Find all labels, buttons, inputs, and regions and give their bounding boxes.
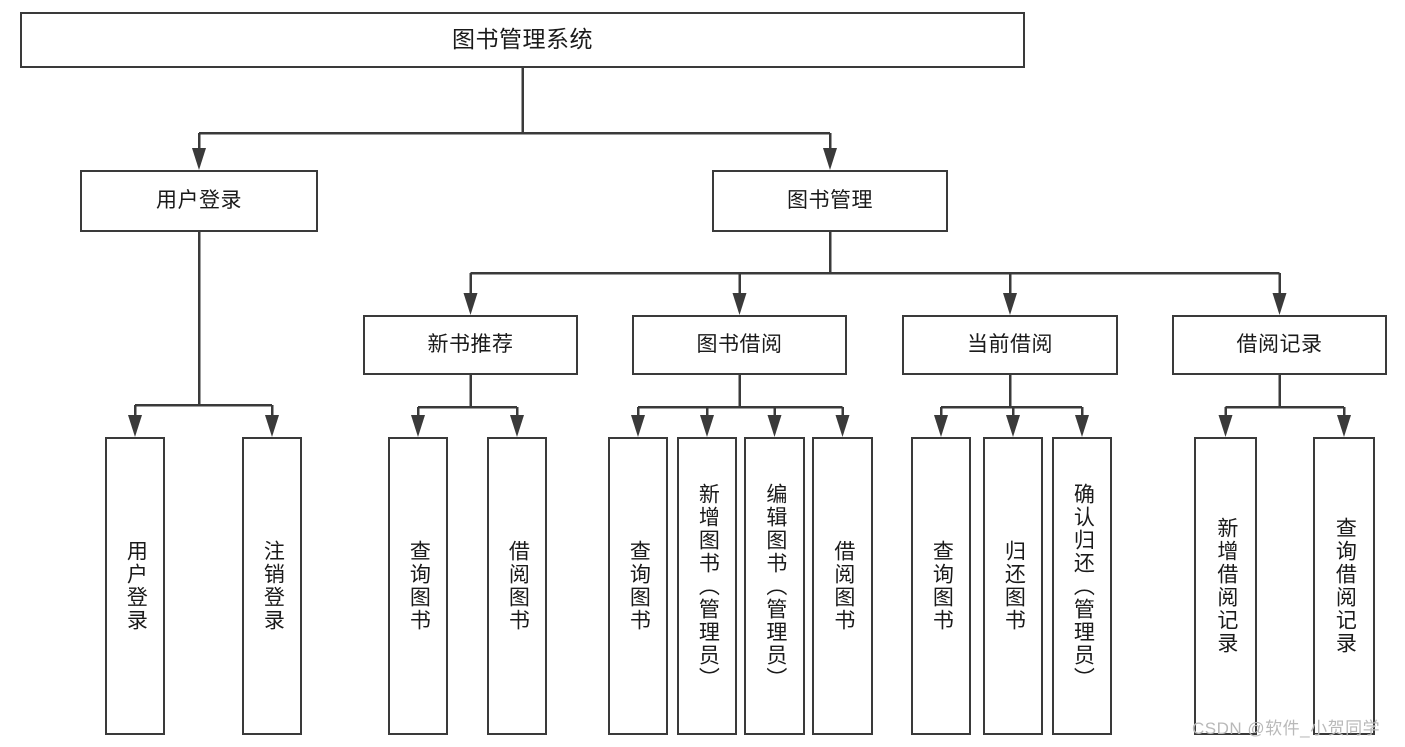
node-leaf-8[interactable]: 借阅图书: [812, 437, 873, 735]
arrowhead-icon: [1006, 415, 1020, 437]
node-leaf-13[interactable]: 查询借阅记录: [1313, 437, 1375, 735]
arrowhead-icon: [934, 415, 948, 437]
node-leaf-1[interactable]: 用户登录: [105, 437, 165, 735]
arrowhead-icon: [1272, 293, 1287, 315]
node-label: 编辑图书（管理员）: [763, 482, 787, 690]
node-label: 新增图书（管理员）: [696, 482, 720, 690]
arrowhead-icon: [835, 415, 850, 437]
arrowhead-icon: [1075, 415, 1089, 437]
arrowhead-icon: [1003, 293, 1017, 315]
node-label: 查询图书: [627, 540, 651, 632]
arrowhead-icon: [510, 415, 524, 437]
node-leaf-5[interactable]: 查询图书: [608, 437, 668, 735]
node-label: 新增借阅记录: [1214, 517, 1238, 655]
arrowhead-icon: [411, 415, 425, 437]
node-leaf-10[interactable]: 归还图书: [983, 437, 1043, 735]
node-leaf-4[interactable]: 借阅图书: [487, 437, 547, 735]
arrowhead-icon: [463, 293, 478, 315]
node-bookmgmt[interactable]: 图书管理: [712, 170, 948, 232]
node-label: 借阅图书: [831, 540, 855, 632]
node-leaf-12[interactable]: 新增借阅记录: [1194, 437, 1257, 735]
node-label: 用户登录: [156, 188, 242, 212]
watermark: CSDN @软件_小贺同学: [1192, 719, 1381, 738]
node-leaf-7[interactable]: 编辑图书（管理员）: [744, 437, 805, 735]
arrowhead-icon: [732, 293, 747, 315]
arrowhead-icon: [128, 415, 142, 437]
arrowhead-icon: [631, 415, 645, 437]
node-label: 图书管理系统: [452, 26, 593, 53]
node-leaf-3[interactable]: 查询图书: [388, 437, 448, 735]
node-label: 借阅图书: [506, 540, 530, 632]
arrowhead-icon: [823, 148, 837, 170]
node-login[interactable]: 用户登录: [80, 170, 318, 232]
node-leaf-2[interactable]: 注销登录: [242, 437, 302, 735]
node-label: 查询图书: [930, 540, 954, 632]
arrowhead-icon: [700, 415, 714, 437]
node-borrow[interactable]: 图书借阅: [632, 315, 847, 375]
arrowhead-icon: [192, 148, 206, 170]
arrowhead-icon: [1218, 415, 1233, 437]
arrowhead-icon: [767, 415, 782, 437]
node-newbooks[interactable]: 新书推荐: [363, 315, 578, 375]
node-label: 注销登录: [261, 540, 285, 632]
node-records[interactable]: 借阅记录: [1172, 315, 1387, 375]
node-label: 当前借阅: [967, 332, 1053, 356]
arrowhead-icon: [265, 415, 279, 437]
node-label: 新书推荐: [427, 332, 514, 356]
node-leaf-9[interactable]: 查询图书: [911, 437, 971, 735]
arrowhead-icon: [1337, 415, 1351, 437]
node-label: 图书管理: [787, 188, 873, 212]
node-label: 确认归还（管理员）: [1071, 482, 1095, 690]
node-label: 归还图书: [1002, 540, 1026, 632]
node-label: 借阅记录: [1236, 332, 1323, 356]
node-label: 用户登录: [124, 540, 148, 632]
node-root[interactable]: 图书管理系统: [20, 12, 1025, 68]
node-leaf-6[interactable]: 新增图书（管理员）: [677, 437, 737, 735]
node-leaf-11[interactable]: 确认归还（管理员）: [1052, 437, 1112, 735]
node-label: 图书借阅: [696, 332, 783, 356]
node-label: 查询借阅记录: [1333, 517, 1357, 655]
node-current[interactable]: 当前借阅: [902, 315, 1118, 375]
node-label: 查询图书: [407, 540, 431, 632]
